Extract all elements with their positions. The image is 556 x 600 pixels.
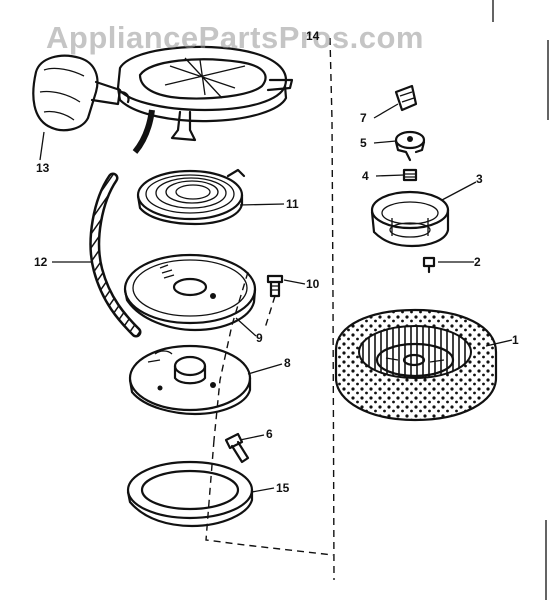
callout-5: 5 — [360, 136, 367, 150]
part-9-pulley — [123, 253, 257, 332]
alignment-line — [264, 295, 276, 329]
part-1-flywheel — [334, 308, 498, 422]
callout-4: 4 — [362, 169, 369, 183]
callout-12: 12 — [34, 255, 48, 269]
leader-line-1 — [485, 339, 513, 347]
callout-10: 10 — [306, 277, 320, 291]
part-14-starter-housing — [116, 45, 294, 142]
leader-line-5 — [373, 140, 397, 144]
part-5-pawl — [394, 130, 426, 162]
callout-15: 15 — [276, 481, 290, 495]
callout-11: 11 — [286, 197, 299, 211]
edge-mark — [492, 0, 549, 600]
callout-3: 3 — [476, 172, 483, 186]
callout-8: 8 — [284, 356, 291, 370]
part-7-clip — [394, 84, 418, 112]
alignment-line — [205, 439, 334, 556]
leader-line-9 — [235, 317, 257, 337]
part-12-rope-core — [91, 175, 139, 335]
leader-line-13 — [39, 131, 45, 161]
callout-9: 9 — [256, 331, 263, 345]
callout-2: 2 — [474, 255, 481, 269]
part-13-starter-handle — [32, 54, 130, 132]
part-10-screw — [266, 274, 284, 298]
leader-line-8 — [247, 363, 283, 375]
callout-1: 1 — [512, 333, 519, 347]
rope-tail — [132, 109, 155, 154]
leader-line-3 — [441, 181, 477, 201]
leader-line-4 — [375, 174, 405, 177]
part-15-retainer-ring — [126, 460, 254, 528]
part-4-spring — [402, 168, 418, 182]
callout-6: 6 — [266, 427, 273, 441]
callout-13: 13 — [36, 161, 50, 175]
divider-line — [329, 37, 335, 581]
callout-14: 14 — [306, 29, 320, 43]
leader-line-6 — [239, 434, 265, 441]
part-6-screw — [224, 432, 250, 464]
part-11-rewind-spring — [136, 168, 246, 226]
alignment-line — [213, 271, 249, 441]
part-3-starter-cup — [370, 190, 450, 248]
leader-line-11 — [239, 203, 285, 206]
leader-line-15 — [251, 487, 275, 493]
part-2-screw — [422, 256, 436, 274]
watermark-logo: AppliancePartsPros.com — [46, 20, 424, 55]
callout-7: 7 — [360, 111, 367, 125]
part-8-cam-plate — [128, 344, 252, 416]
leader-line-10 — [283, 279, 306, 285]
leader-line-7 — [373, 103, 399, 119]
